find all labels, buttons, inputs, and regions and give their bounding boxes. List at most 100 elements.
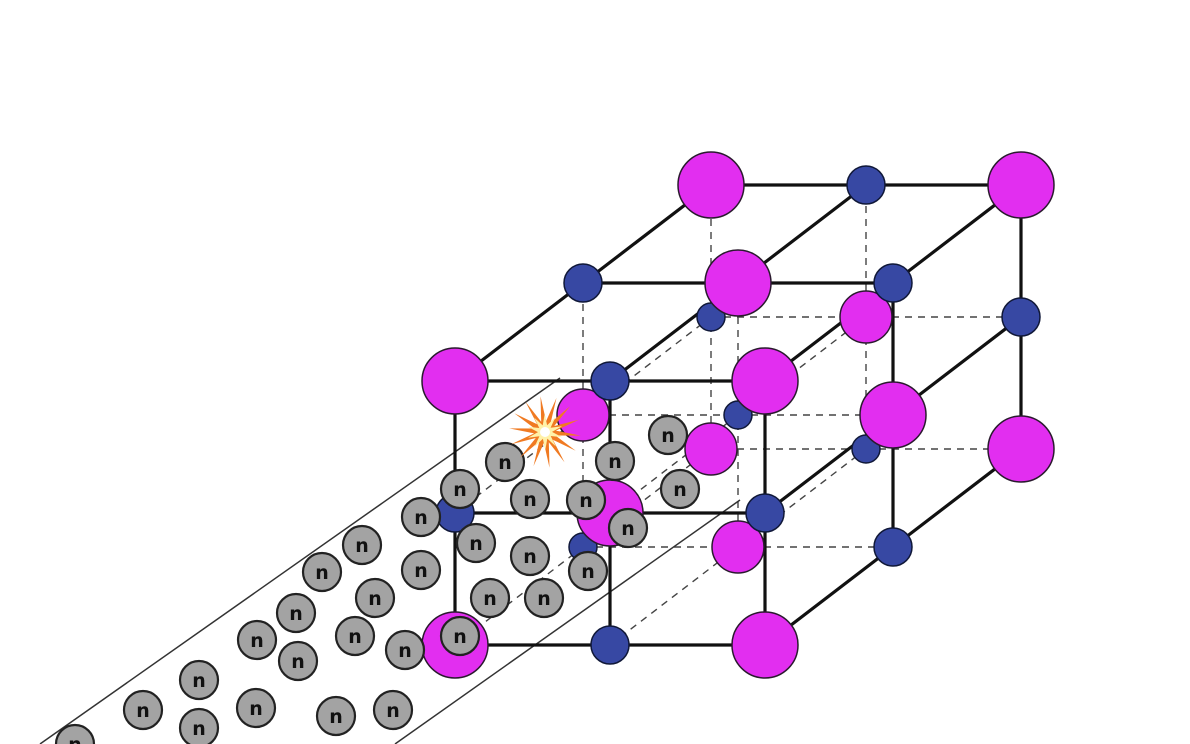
neutron-circle <box>372 689 414 731</box>
neutron-label: n <box>453 626 467 648</box>
large-ion-atom <box>684 422 738 476</box>
neutron-label: n <box>414 507 428 529</box>
neutron-circle <box>509 535 551 577</box>
neutron-label: n <box>579 490 593 512</box>
neutron: n <box>54 723 96 744</box>
neutron-label: n <box>250 630 264 652</box>
neutron-circle <box>235 687 277 729</box>
small-ion-atom <box>873 527 913 567</box>
neutron-particles: nnnnnnnnnnnnnnnnnnnnnnnnnnnnnnn <box>54 414 701 744</box>
large-ion-atom <box>704 249 772 317</box>
neutron: n <box>484 441 526 483</box>
neutron-circle <box>122 689 164 731</box>
neutron-circle <box>400 549 442 591</box>
neutron: n <box>594 440 636 482</box>
collision-burst-icon <box>509 396 581 468</box>
neutron-label: n <box>68 734 82 744</box>
neutron: n <box>565 479 607 521</box>
neutron-circle <box>277 640 319 682</box>
neutron: n <box>341 524 383 566</box>
neutron-circle <box>594 440 636 482</box>
neutron-label: n <box>414 560 428 582</box>
neutron-circle <box>315 695 357 737</box>
neutron-circle <box>484 441 526 483</box>
neutron: n <box>178 659 220 701</box>
neutron-label: n <box>453 479 467 501</box>
neutron: n <box>334 615 376 657</box>
neutron-circle <box>400 496 442 538</box>
small-ion-atom <box>563 263 603 303</box>
neutron: n <box>439 468 481 510</box>
large-ion-atom <box>987 415 1055 483</box>
neutron-circle <box>469 577 511 619</box>
neutron-label: n <box>291 651 305 673</box>
neutron-circle <box>178 659 220 701</box>
neutron-circle <box>607 507 649 549</box>
neutron: n <box>354 577 396 619</box>
neutron-circle <box>659 468 701 510</box>
large-ion-atom <box>421 347 489 415</box>
neutron-circle <box>439 468 481 510</box>
small-ion-atom <box>590 361 630 401</box>
neutron: n <box>277 640 319 682</box>
neutron-label: n <box>469 533 483 555</box>
neutron-label: n <box>661 425 675 447</box>
large-ion-atom <box>711 520 765 574</box>
large-ion-atom <box>839 290 893 344</box>
neutron: n <box>509 478 551 520</box>
neutron-circle <box>341 524 383 566</box>
neutron-label: n <box>673 479 687 501</box>
neutron: n <box>469 577 511 619</box>
neutron-label: n <box>523 546 537 568</box>
neutron: n <box>275 592 317 634</box>
neutron-circle <box>384 629 426 671</box>
neutron-circle <box>334 615 376 657</box>
neutron: n <box>523 577 565 619</box>
burst-core <box>540 427 550 437</box>
neutron-label: n <box>192 670 206 692</box>
small-ion-atom <box>745 493 785 533</box>
large-ion-atom <box>677 151 745 219</box>
neutron-circle <box>178 707 220 744</box>
neutron-label: n <box>498 452 512 474</box>
neutron-beam <box>39 377 741 744</box>
neutron: n <box>647 414 689 456</box>
neutron-label: n <box>348 626 362 648</box>
neutron-label: n <box>315 562 329 584</box>
neutron-label: n <box>621 518 635 540</box>
neutron-circle <box>236 619 278 661</box>
neutron-label: n <box>386 700 400 722</box>
neutron-circle <box>567 550 609 592</box>
neutron-circle <box>647 414 689 456</box>
neutron-circle <box>509 478 551 520</box>
neutron-label: n <box>537 588 551 610</box>
neutron: n <box>567 550 609 592</box>
neutron-label: n <box>355 535 369 557</box>
neutron: n <box>400 549 442 591</box>
large-ion-atom <box>731 611 799 679</box>
neutron: n <box>122 689 164 731</box>
neutron-label: n <box>289 603 303 625</box>
neutron-label: n <box>368 588 382 610</box>
neutron: n <box>235 687 277 729</box>
neutron: n <box>400 496 442 538</box>
neutron: n <box>372 689 414 731</box>
neutron-label: n <box>136 700 150 722</box>
neutron-circle <box>54 723 96 744</box>
large-ion-atom <box>731 347 799 415</box>
neutron: n <box>178 707 220 744</box>
neutron-circle <box>301 551 343 593</box>
neutron-label: n <box>608 451 622 473</box>
neutron-circle <box>523 577 565 619</box>
hidden-lattice-edge <box>609 546 739 646</box>
neutron-circle <box>565 479 607 521</box>
beam-upper-edge <box>39 377 561 744</box>
small-ion-atom <box>590 625 630 665</box>
neutron-circle <box>354 577 396 619</box>
neutron: n <box>607 507 649 549</box>
small-ion-atom <box>846 165 886 205</box>
neutron-label: n <box>483 588 497 610</box>
neutron: n <box>236 619 278 661</box>
neutron: n <box>315 695 357 737</box>
